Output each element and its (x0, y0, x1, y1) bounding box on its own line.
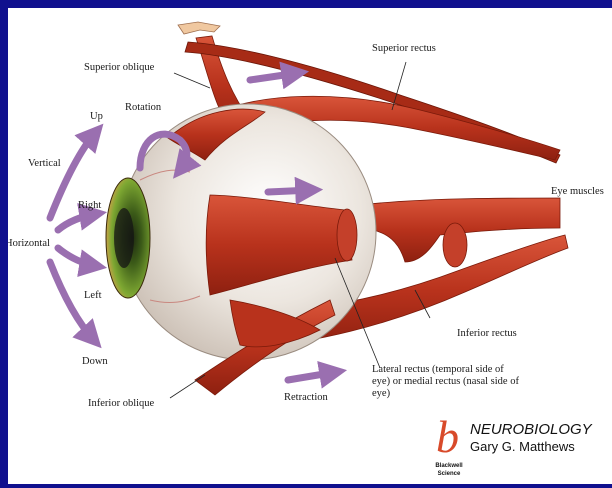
label-left: Left (84, 290, 102, 302)
label-up: Up (90, 111, 103, 123)
diagram-panel: Superior oblique Superior rectus Rotatio… (8, 8, 612, 484)
label-rotation: Rotation (125, 102, 161, 114)
label-lateral-rectus: Lateral rectus (temporal side of eye) or… (372, 364, 522, 400)
lateral-direction-arrow (268, 190, 312, 192)
eye-muscles-illustration (8, 8, 612, 484)
label-inferior-oblique: Inferior oblique (88, 398, 154, 410)
publisher-logo-letter: b (436, 414, 459, 460)
iris (106, 178, 150, 298)
lateral-rectus-cut-end (337, 209, 357, 261)
label-vertical: Vertical (28, 158, 61, 170)
label-inferior-rectus: Inferior rectus (457, 328, 517, 340)
book-author: Gary G. Matthews (470, 439, 575, 454)
leader-superior-oblique (174, 73, 210, 88)
retraction-arrow (288, 372, 336, 380)
left-arrow (58, 248, 96, 266)
label-down: Down (82, 356, 108, 368)
label-superior-oblique: Superior oblique (84, 62, 154, 74)
right-arrow (58, 214, 96, 230)
label-eye-muscles: Eye muscles (551, 186, 604, 198)
superior-direction-arrow (250, 73, 298, 80)
label-retraction: Retraction (284, 392, 328, 404)
label-right: Right (78, 200, 101, 212)
book-title: NEUROBIOLOGY (470, 421, 592, 438)
muscle-cut-end (443, 223, 467, 267)
label-superior-rectus: Superior rectus (372, 43, 436, 55)
trochlea (178, 22, 220, 34)
publisher-name: Blackwell Science (429, 463, 469, 478)
leader-inferior-oblique (170, 375, 205, 398)
label-horizontal: Horizontal (8, 238, 50, 250)
